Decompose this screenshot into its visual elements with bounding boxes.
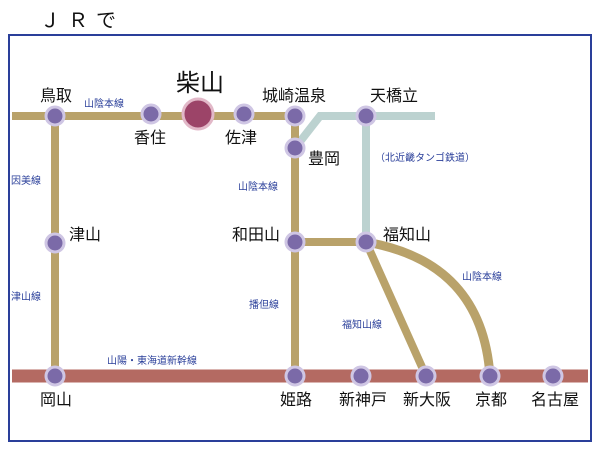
station-himeji[interactable]	[284, 365, 306, 387]
label-kyoto: 京都	[475, 390, 507, 409]
label-himeji: 姫路	[280, 390, 312, 409]
station-kasumi[interactable]	[140, 103, 162, 125]
line-label-tango: （北近畿タンゴ鉄道）	[375, 151, 475, 164]
label-amanohashidate: 天橋立	[370, 86, 418, 105]
station-satsu[interactable]	[233, 103, 255, 125]
fukuchiyama-line	[362, 240, 430, 378]
station-amanohashidate[interactable]	[355, 105, 377, 127]
station-tottori[interactable]	[44, 105, 66, 127]
label-kinosaki: 城崎温泉	[262, 86, 326, 105]
label-satsu: 佐津	[225, 128, 257, 147]
label-shinkobe: 新神戸	[339, 390, 387, 409]
station-fukuchiyama[interactable]	[355, 231, 377, 253]
station-okayama[interactable]	[44, 365, 66, 387]
label-shinosaka: 新大阪	[403, 390, 451, 409]
label-nagoya: 名古屋	[531, 390, 579, 409]
station-tsuyama[interactable]	[44, 232, 66, 254]
map-title: ＪＲで	[40, 8, 124, 32]
line-label-shinkansen: 山陽・東海道新幹線	[107, 354, 197, 367]
sanin-line-east	[365, 237, 495, 377]
line-label-sanin-east: 山陰本線	[462, 270, 502, 283]
station-toyooka[interactable]	[284, 137, 306, 159]
station-wadayama[interactable]	[284, 231, 306, 253]
line-label-fukuchiyama: 福知山線	[342, 318, 382, 331]
label-fukuchiyama: 福知山	[383, 225, 431, 244]
label-tsuyama: 津山	[69, 225, 101, 244]
station-kinosaki[interactable]	[284, 105, 306, 127]
label-kasumi: 香住	[134, 128, 166, 147]
station-shibayama[interactable]	[181, 97, 215, 131]
line-label-bantan: 播但線	[249, 298, 279, 311]
line-label-tsuyama: 津山線	[11, 290, 41, 303]
stations	[44, 97, 564, 387]
station-shinosaka[interactable]	[415, 365, 437, 387]
tango-railway-line	[291, 112, 435, 242]
label-shibayama: 柴山	[176, 69, 224, 97]
station-kyoto[interactable]	[479, 365, 501, 387]
map-frame	[8, 34, 592, 442]
line-label-sanin-top: 山陰本線	[84, 97, 124, 110]
line-label-sanin-mid: 山陰本線	[238, 180, 278, 193]
label-wadayama: 和田山	[232, 225, 280, 244]
label-toyooka: 豊岡	[308, 149, 340, 168]
station-nagoya[interactable]	[542, 365, 564, 387]
label-tottori: 鳥取	[40, 86, 72, 105]
label-okayama: 岡山	[40, 390, 72, 409]
line-label-inbi: 因美線	[11, 174, 41, 187]
station-shinkobe[interactable]	[350, 365, 372, 387]
